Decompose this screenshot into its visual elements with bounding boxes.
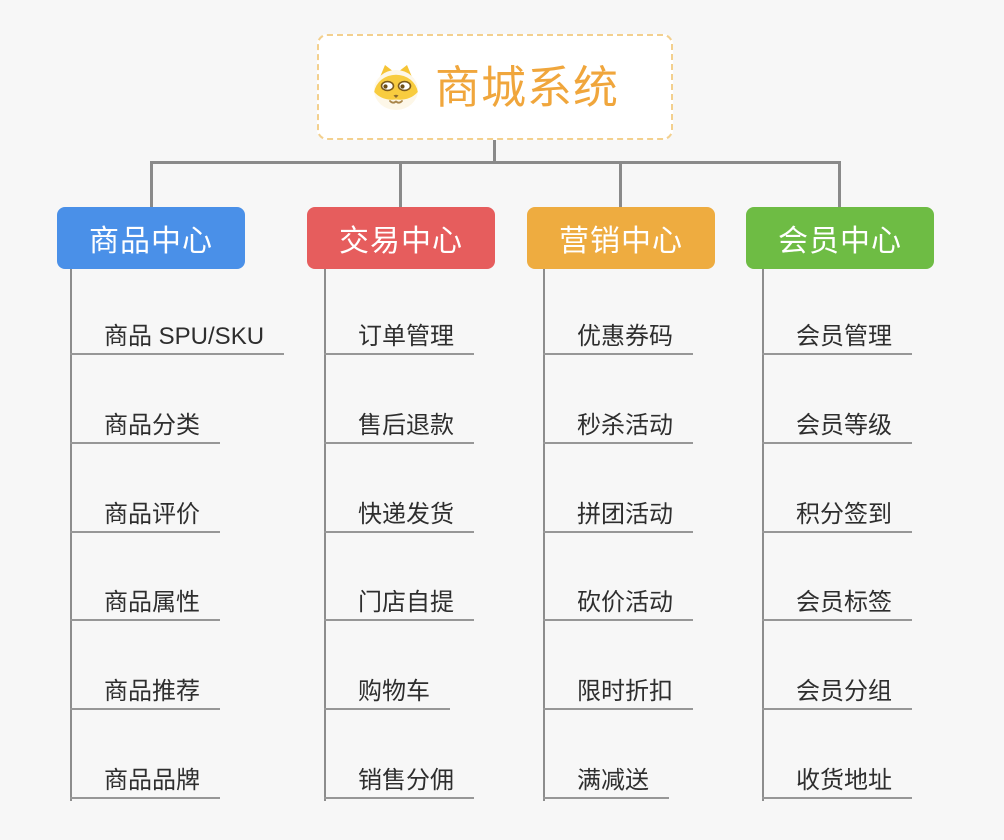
connector-drop-trade xyxy=(399,161,402,208)
leaf-node-flash-sale[interactable]: 秒杀活动 xyxy=(543,400,693,444)
leaf-column-trade: 订单管理 售后退款 快递发货 门店自提 购物车 销售分佣 xyxy=(324,269,584,804)
leaf-node-spend-and-save[interactable]: 满减送 xyxy=(543,755,669,799)
leaf-node-member-level[interactable]: 会员等级 xyxy=(762,400,912,444)
leaf-node-shipping-address[interactable]: 收货地址 xyxy=(762,755,912,799)
leaf-node-product-category[interactable]: 商品分类 xyxy=(70,400,220,444)
branch-node-trade-center[interactable]: 交易中心 xyxy=(307,207,495,269)
leaf-node-member-group[interactable]: 会员分组 xyxy=(762,666,912,710)
connector-drop-product xyxy=(150,161,153,208)
leaf-node-after-sale-refund[interactable]: 售后退款 xyxy=(324,400,474,444)
branch-node-marketing-center[interactable]: 营销中心 xyxy=(527,207,715,269)
leaf-node-bargain-activity[interactable]: 砍价活动 xyxy=(543,577,693,621)
leaf-node-coupon-code[interactable]: 优惠券码 xyxy=(543,311,693,355)
leaf-column-product: 商品 SPU/SKU 商品分类 商品评价 商品属性 商品推荐 商品品牌 xyxy=(70,269,330,804)
leaf-node-store-pickup[interactable]: 门店自提 xyxy=(324,577,474,621)
leaf-node-order-management[interactable]: 订单管理 xyxy=(324,311,474,355)
leaf-node-member-management[interactable]: 会员管理 xyxy=(762,311,912,355)
leaf-column-marketing: 优惠券码 秒杀活动 拼团活动 砍价活动 限时折扣 满减送 xyxy=(543,269,803,804)
leaf-node-sales-commission[interactable]: 销售分佣 xyxy=(324,755,474,799)
leaf-node-shopping-cart[interactable]: 购物车 xyxy=(324,666,450,710)
leaf-node-limited-time-discount[interactable]: 限时折扣 xyxy=(543,666,693,710)
leaf-node-product-spu-sku[interactable]: 商品 SPU/SKU xyxy=(70,311,285,355)
leaf-node-product-attribute[interactable]: 商品属性 xyxy=(70,577,220,621)
leaf-node-product-review[interactable]: 商品评价 xyxy=(70,489,220,533)
connector-drop-marketing xyxy=(619,161,622,208)
leaf-node-express-delivery[interactable]: 快递发货 xyxy=(324,489,474,533)
leaf-node-product-recommend[interactable]: 商品推荐 xyxy=(70,666,220,710)
branch-node-product-center[interactable]: 商品中心 xyxy=(57,207,245,269)
root-node-mall-system[interactable]: 商城系统 xyxy=(317,34,673,140)
leaf-column-member: 会员管理 会员等级 积分签到 会员标签 会员分组 收货地址 xyxy=(762,269,1004,804)
shiba-dog-icon xyxy=(373,65,418,110)
leaf-node-points-checkin[interactable]: 积分签到 xyxy=(762,489,912,533)
leaf-node-group-buy[interactable]: 拼团活动 xyxy=(543,489,693,533)
connector-top-bar xyxy=(150,161,841,164)
root-title: 商城系统 xyxy=(434,61,619,113)
connector-drop-member xyxy=(838,161,841,208)
leaf-node-member-tag[interactable]: 会员标签 xyxy=(762,577,912,621)
branch-node-member-center[interactable]: 会员中心 xyxy=(746,207,934,269)
leaf-node-product-brand[interactable]: 商品品牌 xyxy=(70,755,220,799)
connector-root-stem xyxy=(493,139,496,164)
